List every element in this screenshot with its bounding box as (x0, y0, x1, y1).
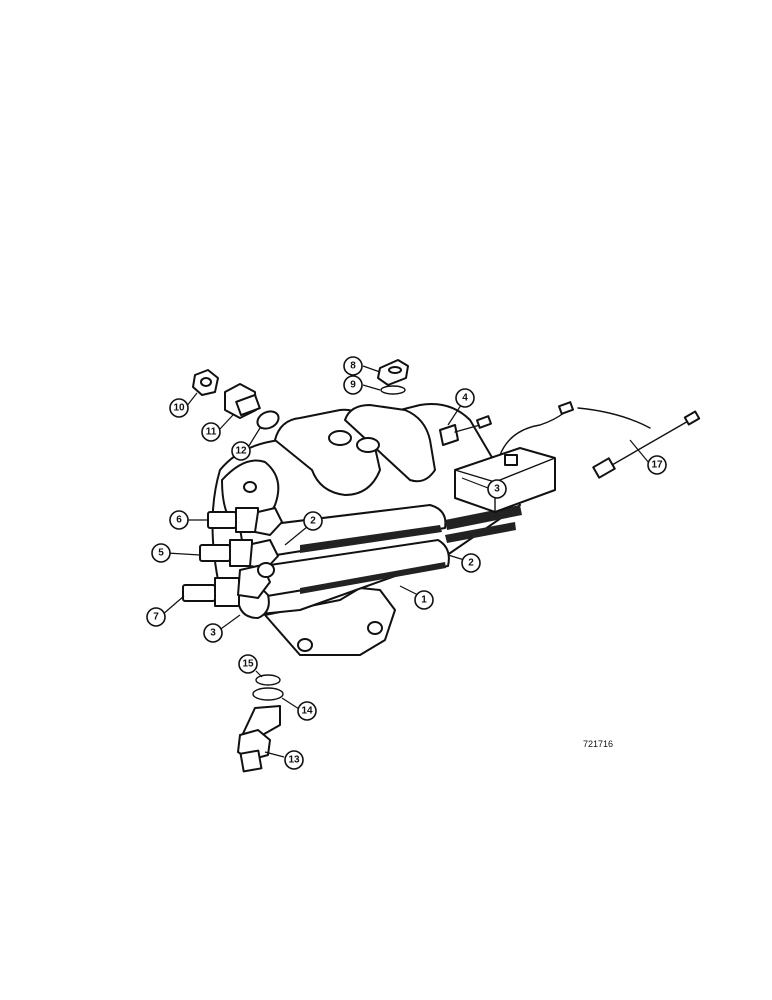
svg-text:3: 3 (210, 628, 216, 639)
svg-text:8: 8 (350, 361, 356, 372)
callout-8: 8 (343, 356, 363, 376)
svg-text:12: 12 (235, 446, 247, 457)
svg-text:1: 1 (421, 595, 427, 606)
callout-6: 6 (169, 510, 189, 530)
svg-text:4: 4 (462, 393, 468, 404)
top-fittings (192, 359, 409, 430)
callout-5: 5 (151, 543, 171, 563)
bottom-fitting (237, 674, 284, 773)
svg-text:13: 13 (288, 755, 300, 766)
svg-text:3: 3 (494, 484, 500, 495)
callout-10: 10 (169, 398, 189, 418)
callout-3-left: 3 (203, 623, 223, 643)
callout-11: 11 (201, 422, 221, 442)
svg-text:6: 6 (176, 515, 182, 526)
callout-13: 13 (284, 750, 304, 770)
callout-15: 15 (238, 654, 258, 674)
callout-9: 9 (343, 375, 363, 395)
callout-14: 14 (297, 701, 317, 721)
callout-2-lower: 2 (461, 553, 481, 573)
svg-text:15: 15 (242, 659, 254, 670)
wiring-harness (592, 410, 701, 479)
callout-3-right: 3 (487, 479, 507, 499)
callout-1: 1 (414, 590, 434, 610)
svg-text:10: 10 (173, 403, 185, 414)
svg-text:14: 14 (301, 706, 313, 717)
callout-17: 17 (647, 455, 667, 475)
svg-text:11: 11 (206, 427, 217, 438)
svg-text:2: 2 (310, 516, 316, 527)
svg-text:17: 17 (651, 460, 663, 471)
solenoid-block (439, 401, 651, 513)
svg-text:5: 5 (158, 548, 164, 559)
svg-text:2: 2 (468, 558, 474, 569)
callout-7: 7 (146, 607, 166, 627)
callout-4: 4 (455, 388, 475, 408)
svg-text:9: 9 (350, 380, 356, 391)
callout-2-upper: 2 (303, 511, 323, 531)
spool-end-fittings (182, 507, 283, 607)
callout-12: 12 (231, 441, 251, 461)
svg-text:7: 7 (153, 612, 159, 623)
figure-reference-code: 721716 (583, 739, 613, 749)
